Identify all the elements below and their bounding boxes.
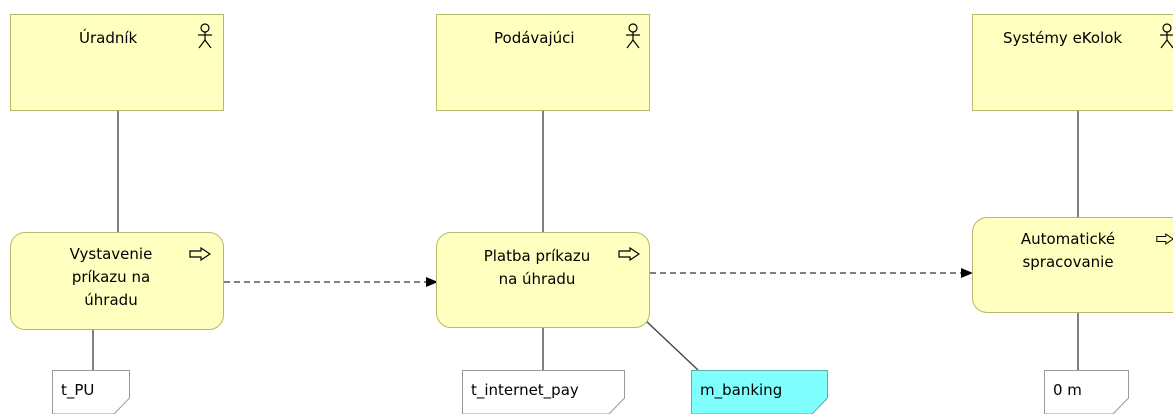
process-document-line xyxy=(644,319,699,371)
process-automaticke[interactable]: Automatické spracovanie xyxy=(972,217,1173,313)
document-label: t_internet_pay xyxy=(471,381,579,399)
person-icon xyxy=(626,23,640,49)
person-icon xyxy=(198,23,212,49)
process-arrow-icon xyxy=(1156,233,1173,245)
document-m-banking[interactable]: m_banking xyxy=(691,370,828,414)
process-label: Automatické spracovanie xyxy=(1020,230,1116,271)
process-arrow-icon xyxy=(618,247,640,261)
document-label: 0 m xyxy=(1053,381,1082,399)
process-vystavenie[interactable]: Vystavenie príkazu na úhradu xyxy=(10,232,224,330)
document-0-m[interactable]: 0 m xyxy=(1044,370,1129,414)
person-icon xyxy=(1160,23,1173,49)
actor-uradnik[interactable]: Úradník xyxy=(10,14,224,111)
document-t-internet-pay[interactable]: t_internet_pay xyxy=(462,370,625,414)
document-shape xyxy=(691,370,828,414)
document-label: t_PU xyxy=(61,381,95,399)
flow-arrowhead xyxy=(426,277,438,287)
document-shape xyxy=(462,370,625,414)
document-shape xyxy=(52,370,130,414)
actor-label: Systémy eKolok xyxy=(1003,29,1123,47)
process-arrow-icon xyxy=(189,247,211,261)
actor-label: Úradník xyxy=(79,29,138,47)
document-label: m_banking xyxy=(700,381,783,399)
flow-arrowhead xyxy=(961,268,973,278)
document-t-pu[interactable]: t_PU xyxy=(52,370,130,414)
process-label: Platba príkazu na úhradu xyxy=(483,247,591,288)
document-shape xyxy=(1044,370,1129,414)
actor-podavajuci[interactable]: Podávajúci xyxy=(436,14,650,111)
process-label: Vystavenie príkazu na úhradu xyxy=(69,245,153,309)
actor-systemy-ekolok[interactable]: Systémy eKolok xyxy=(972,14,1173,111)
process-platba[interactable]: Platba príkazu na úhradu xyxy=(436,232,650,328)
actor-label: Podávajúci xyxy=(494,29,575,47)
